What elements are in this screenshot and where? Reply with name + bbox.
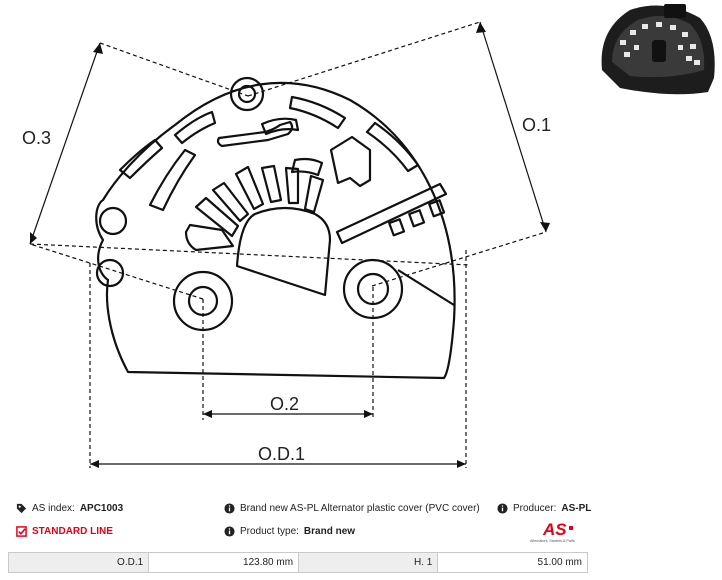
dimension-o3-line	[29, 42, 101, 245]
standard-line: STANDARD LINE	[16, 526, 113, 537]
spec-value: 51.00 mm	[437, 552, 588, 573]
product-type-value: Brand new	[303, 526, 356, 537]
fin	[194, 196, 240, 238]
vent-slot	[365, 121, 420, 173]
vent-slot	[260, 117, 300, 136]
info-icon	[224, 526, 235, 537]
mount-hole	[229, 76, 265, 112]
dimension-o1-line	[479, 21, 547, 233]
as-pl-logo: AS Alternators, Starters & Parts	[530, 520, 575, 543]
fin	[284, 166, 300, 205]
technical-drawing: O.3 O.1 O.2 O.D.1	[22, 21, 551, 468]
product-type: Product type: Brand new	[224, 526, 355, 537]
specs-table: O.D.1 123.80 mm H. 1 51.00 mm	[7, 552, 588, 573]
description: Brand new AS-PL Alternator plastic cover…	[224, 503, 480, 514]
mount-hole	[98, 206, 128, 236]
checkbox-icon	[16, 526, 27, 537]
vent-slot	[148, 148, 197, 212]
spec-key: H. 1	[298, 552, 439, 573]
terminal-slot	[408, 209, 426, 228]
label-o1: O.1	[522, 115, 551, 135]
product-photo	[601, 4, 715, 95]
terminal-pad	[335, 182, 448, 245]
vent-slot	[173, 110, 217, 145]
svg-text:Alternators, Starters & Parts: Alternators, Starters & Parts	[530, 539, 575, 543]
label-od1: O.D.1	[258, 444, 305, 464]
edge-line	[397, 269, 455, 306]
fin	[211, 181, 250, 223]
producer: Producer: AS-PL	[497, 503, 591, 514]
vent-slot	[118, 138, 164, 180]
vent-slot	[216, 120, 294, 148]
info-icon	[224, 503, 235, 514]
label-o2: O.2	[270, 394, 299, 414]
spec-key: O.D.1	[7, 552, 150, 573]
fin	[303, 174, 325, 214]
as-index-value: APC1003	[79, 503, 124, 514]
fin	[260, 164, 283, 204]
svg-text:AS: AS	[542, 520, 567, 539]
center-dome	[235, 206, 332, 297]
table-row: O.D.1 123.80 mm H. 1 51.00 mm	[7, 552, 588, 573]
spec-value: 123.80 mm	[148, 552, 300, 573]
vent-slot	[290, 157, 324, 177]
fin	[184, 223, 235, 252]
tag-icon	[16, 503, 27, 514]
producer-value: AS-PL	[561, 503, 592, 514]
as-index: AS index: APC1003	[16, 503, 123, 514]
info-icon	[497, 503, 508, 514]
vent-slot	[288, 95, 347, 130]
terminal-slot	[428, 199, 446, 218]
connector	[329, 135, 372, 188]
terminal-slot	[388, 218, 406, 237]
fin	[234, 165, 265, 211]
label-o3: O.3	[22, 128, 51, 148]
